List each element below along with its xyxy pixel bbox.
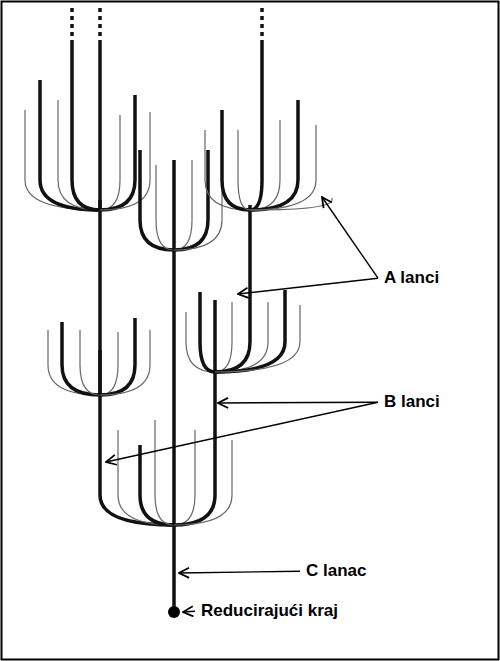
thick-chain [100, 318, 135, 395]
chain-label: C lanac [305, 561, 367, 581]
thin-chain [250, 120, 280, 210]
thin-chain [58, 100, 100, 210]
thick-chain [172, 160, 176, 250]
thick-chain [98, 200, 102, 395]
thick-chain [100, 95, 135, 210]
chain-continuation [98, 8, 102, 38]
thick-chain [250, 40, 262, 210]
c-chain [172, 525, 176, 612]
thin-chain [215, 305, 300, 372]
leader-arrow [322, 197, 378, 278]
thick-chain [250, 100, 298, 210]
thick-chain [215, 290, 285, 372]
leader-arrow [179, 571, 300, 573]
thin-chain [100, 332, 118, 395]
chain-label: A lanci [383, 268, 440, 288]
thick-chain [200, 292, 215, 372]
thin-chain [250, 198, 332, 210]
thick-chain [140, 150, 174, 250]
thin-chain [174, 440, 232, 525]
thin-chain [250, 125, 316, 210]
thin-chain [238, 130, 250, 210]
thick-chain [174, 300, 215, 525]
thin-chain [174, 160, 192, 250]
chain-label: B lanci [383, 392, 441, 412]
chain-continuation [260, 8, 264, 38]
reducing-end-dot [168, 606, 180, 618]
leader-arrow [218, 401, 378, 403]
thin-chain [215, 302, 232, 372]
leader-arrow [238, 278, 378, 294]
thin-chain [48, 330, 100, 395]
chain-label: Reducirajući kraj [200, 601, 339, 621]
thin-chain [25, 110, 100, 210]
thick-chain [40, 80, 100, 210]
thin-chain [100, 330, 150, 395]
chain-continuation [70, 8, 74, 38]
thin-chain [100, 112, 150, 210]
thin-chain [155, 420, 174, 525]
leader-arrow [183, 610, 195, 612]
chain-tree [25, 8, 332, 618]
thick-chain [172, 250, 176, 525]
thick-chain [174, 150, 208, 250]
thin-chain [156, 165, 174, 250]
thick-chain [98, 40, 102, 210]
leader-arrow [106, 402, 378, 462]
thick-chain [222, 110, 250, 210]
thick-chain [62, 322, 100, 395]
thick-chain [72, 40, 100, 210]
thin-chain [80, 330, 100, 395]
thin-chain [100, 115, 120, 210]
leader-lines [106, 197, 378, 612]
thin-chain [174, 165, 222, 250]
thin-chain [215, 302, 268, 372]
thick-chain [100, 350, 174, 525]
thin-chain [118, 430, 174, 525]
